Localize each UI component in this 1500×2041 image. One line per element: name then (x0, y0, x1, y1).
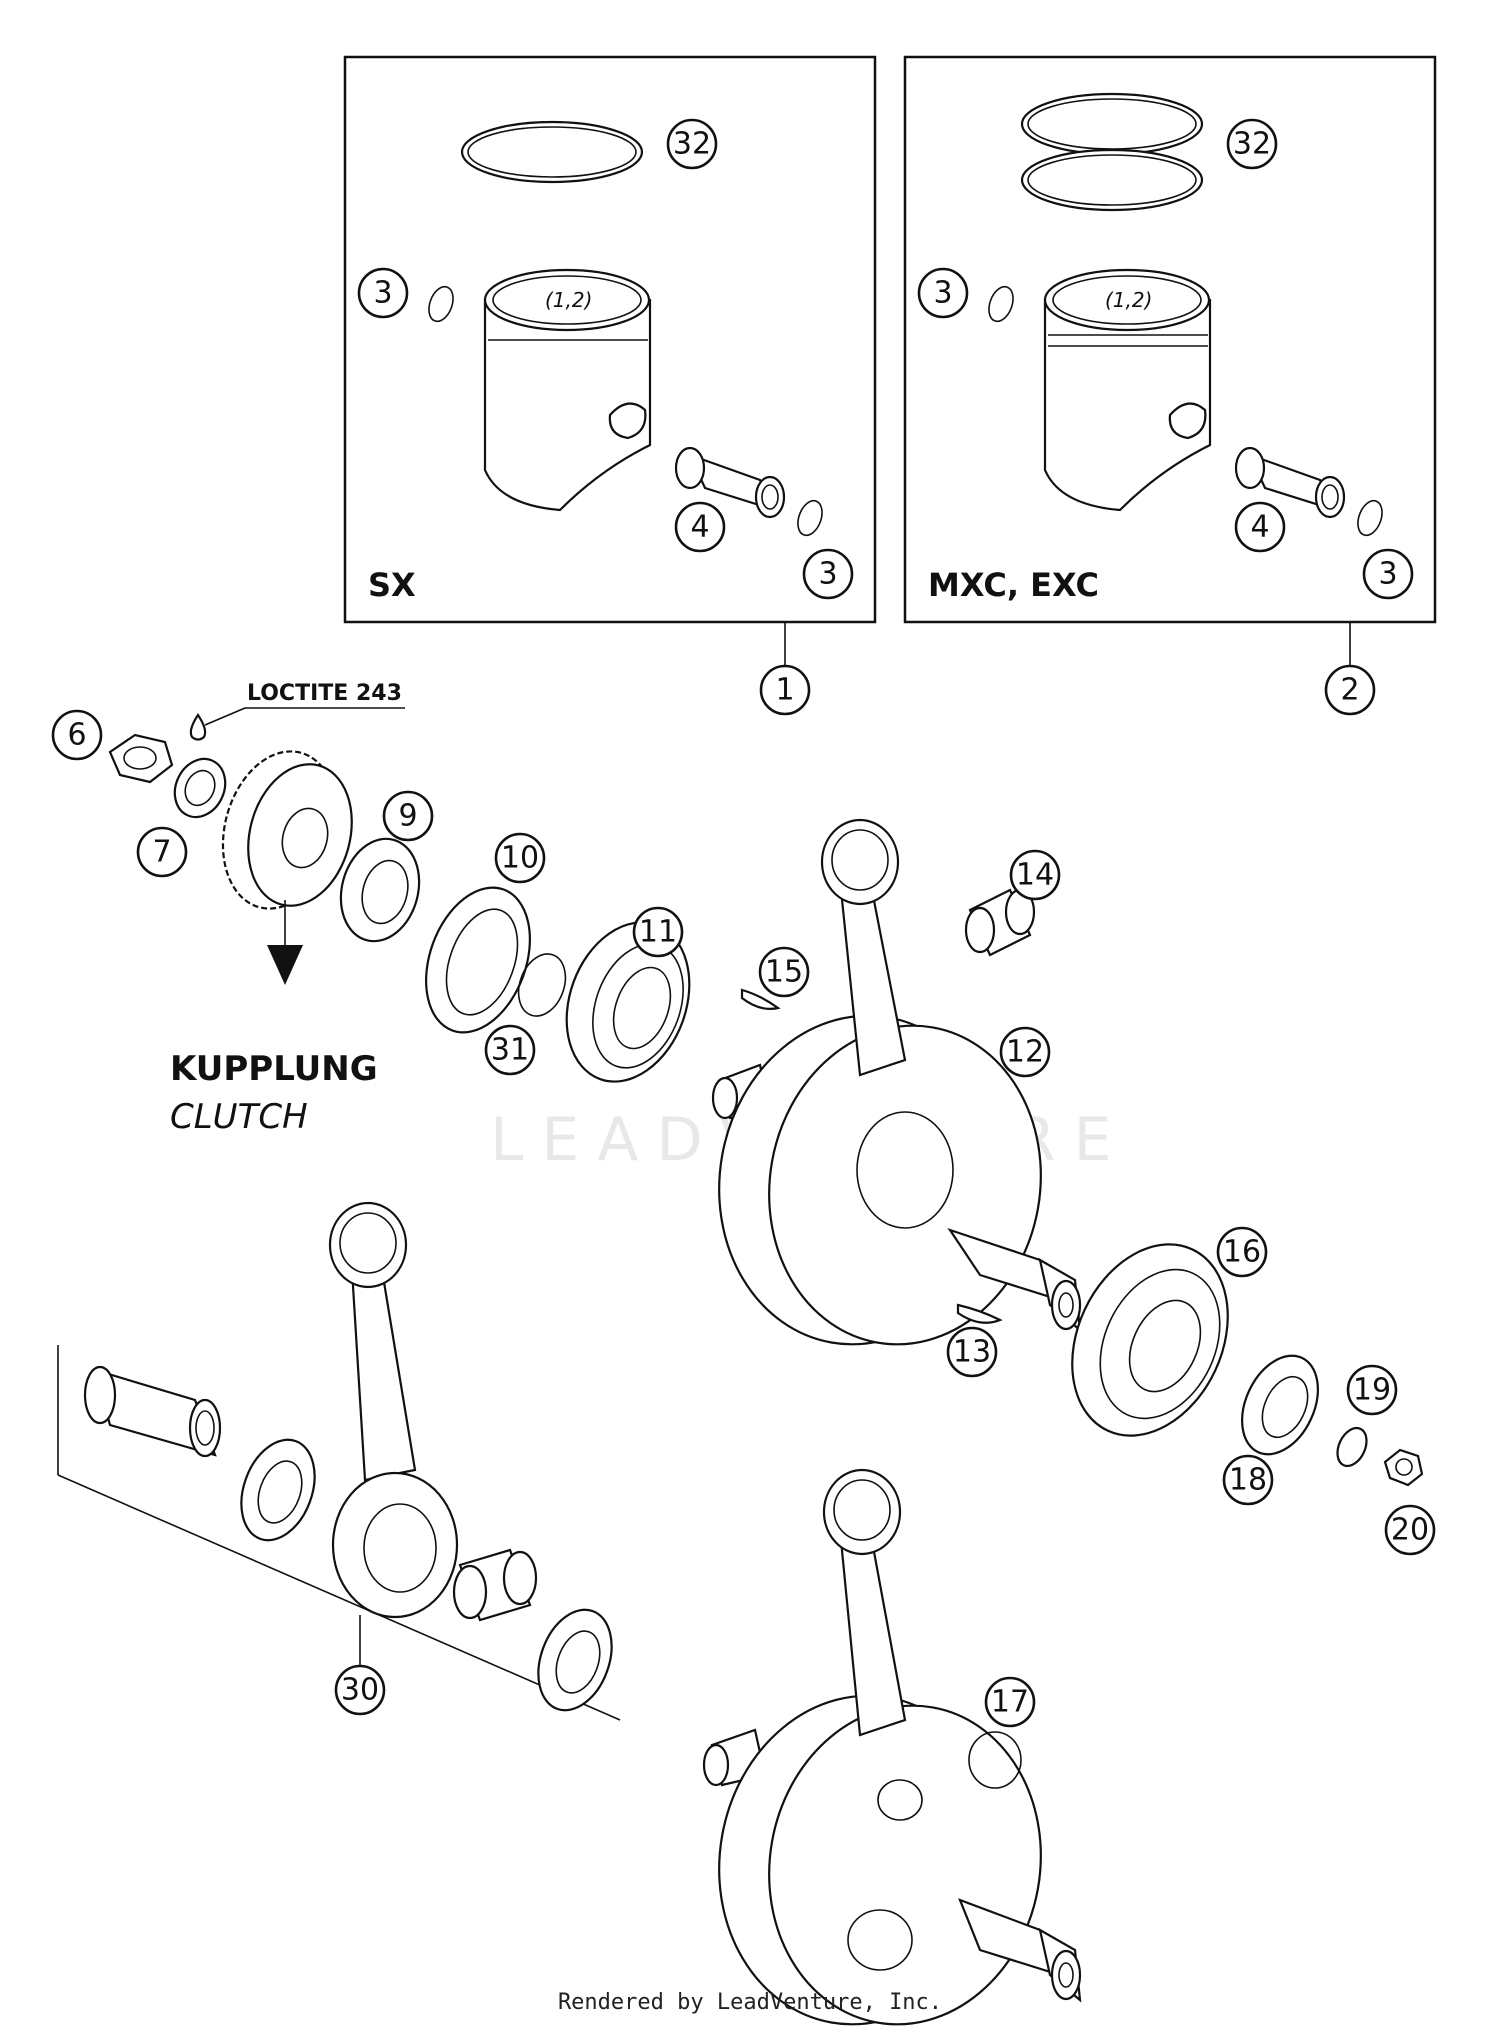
callout-4-sx: 4 (674, 501, 726, 553)
callout-31: 31 (484, 1024, 536, 1076)
nut-6 (108, 733, 174, 784)
washer-7 (173, 757, 227, 819)
crankshaft-12 (711, 818, 1082, 1346)
box-mxc-exc (903, 55, 1437, 624)
washer-19 (1336, 1426, 1368, 1468)
callout-1: 1 (759, 664, 811, 716)
callout-17: 15 (758, 946, 810, 998)
callout-12: 12 (999, 1026, 1051, 1078)
svg-text:7: 7 (152, 835, 171, 870)
svg-text:19: 19 (1353, 1373, 1391, 1408)
conrod-kit-30 (57, 1201, 621, 1721)
svg-text:14: 14 (1016, 858, 1054, 893)
shim-10 (425, 886, 531, 1034)
piston-ring-sx (460, 120, 644, 184)
callout-18: 18 (1222, 1454, 1274, 1506)
key-15 (956, 1303, 1003, 1324)
circlip-sx-left (428, 285, 454, 323)
svg-text:2: 2 (1340, 673, 1359, 708)
seal-18 (1241, 1354, 1319, 1456)
callout-19: 19 (1346, 1364, 1398, 1416)
seal-9 (339, 837, 421, 943)
svg-text:16: 16 (1223, 1235, 1261, 1270)
piston-mxc: (1,2) (1043, 268, 1212, 512)
piston-sx-mark: (1,2) (545, 288, 592, 312)
svg-text:11: 11 (639, 915, 677, 950)
label-sx: SX (368, 566, 416, 604)
circlip-mxc-left (988, 285, 1014, 323)
callout-11: 11 (632, 906, 684, 958)
piston-pin-mxc (1234, 446, 1346, 519)
svg-text:20: 20 (1391, 1513, 1429, 1548)
nut-20 (1383, 1448, 1424, 1487)
o-ring-31 (517, 953, 567, 1017)
svg-text:3: 3 (818, 557, 837, 592)
svg-text:12: 12 (1006, 1035, 1044, 1070)
loctite-drop-icon (189, 713, 207, 741)
needle-bearing-14 (964, 888, 1036, 957)
svg-text:31: 31 (491, 1033, 529, 1068)
callout-7: 7 (136, 826, 188, 878)
piston-mxc-mark: (1,2) (1105, 288, 1152, 312)
svg-text:30: 30 (341, 1673, 379, 1708)
callout-16: 16 (1216, 1226, 1268, 1278)
callout-13: 17 (984, 1676, 1036, 1728)
bearing-16 (1071, 1243, 1229, 1437)
footer-credit: Rendered by LeadVenture, Inc. (557, 1990, 943, 2015)
svg-text:4: 4 (690, 510, 709, 545)
svg-text:17: 17 (991, 1685, 1029, 1720)
callout-3-sx-left: 3 (357, 267, 409, 319)
callout-6: 6 (51, 709, 103, 761)
svg-text:4: 4 (1250, 510, 1269, 545)
label-clutch: CLUTCH (170, 1097, 308, 1137)
label-kupplung: KUPPLUNG (170, 1049, 378, 1089)
callout-20: 20 (1384, 1504, 1436, 1556)
svg-text:18: 18 (1229, 1463, 1267, 1498)
svg-text:6: 6 (67, 718, 86, 753)
svg-text:1: 1 (775, 673, 794, 708)
svg-text:32: 32 (1233, 127, 1271, 162)
circlip-sx-right (797, 499, 823, 537)
bearing-11 (565, 921, 691, 1083)
callout-10: 10 (494, 832, 546, 884)
arrow-down-icon (267, 945, 303, 985)
svg-text:15: 15 (765, 955, 803, 990)
svg-text:3: 3 (933, 276, 952, 311)
key-17 (740, 988, 781, 1010)
callout-4-mxc: 4 (1234, 501, 1286, 553)
callout-32-mxc: 32 (1226, 118, 1278, 170)
callout-30: 30 (334, 1664, 386, 1716)
svg-text:3: 3 (1378, 557, 1397, 592)
svg-text:3: 3 (373, 276, 392, 311)
callout-3-mxc-right: 3 (1362, 548, 1414, 600)
callout-15: 13 (946, 1326, 998, 1378)
callout-3-sx-right: 3 (802, 548, 854, 600)
circlip-mxc-right (1357, 499, 1383, 537)
svg-text:32: 32 (673, 127, 711, 162)
piston-rings-mxc (1020, 92, 1204, 212)
callout-2: 2 (1324, 664, 1376, 716)
callout-32-sx: 32 (666, 118, 718, 170)
box-sx (343, 55, 877, 624)
svg-text:10: 10 (501, 841, 539, 876)
clutch-gear (221, 750, 353, 910)
callout-14: 14 (1009, 849, 1061, 901)
piston-sx: (1,2) (483, 268, 652, 512)
loctite-label: LOCTITE 243 (247, 681, 402, 706)
svg-text:9: 9 (398, 799, 417, 834)
callout-3-mxc-left: 3 (917, 267, 969, 319)
piston-pin-sx (674, 446, 786, 519)
label-mxc-exc: MXC, EXC (928, 566, 1099, 604)
svg-text:13: 13 (953, 1335, 991, 1370)
crankshaft-13 (702, 1468, 1082, 2026)
callout-9: 9 (382, 790, 434, 842)
